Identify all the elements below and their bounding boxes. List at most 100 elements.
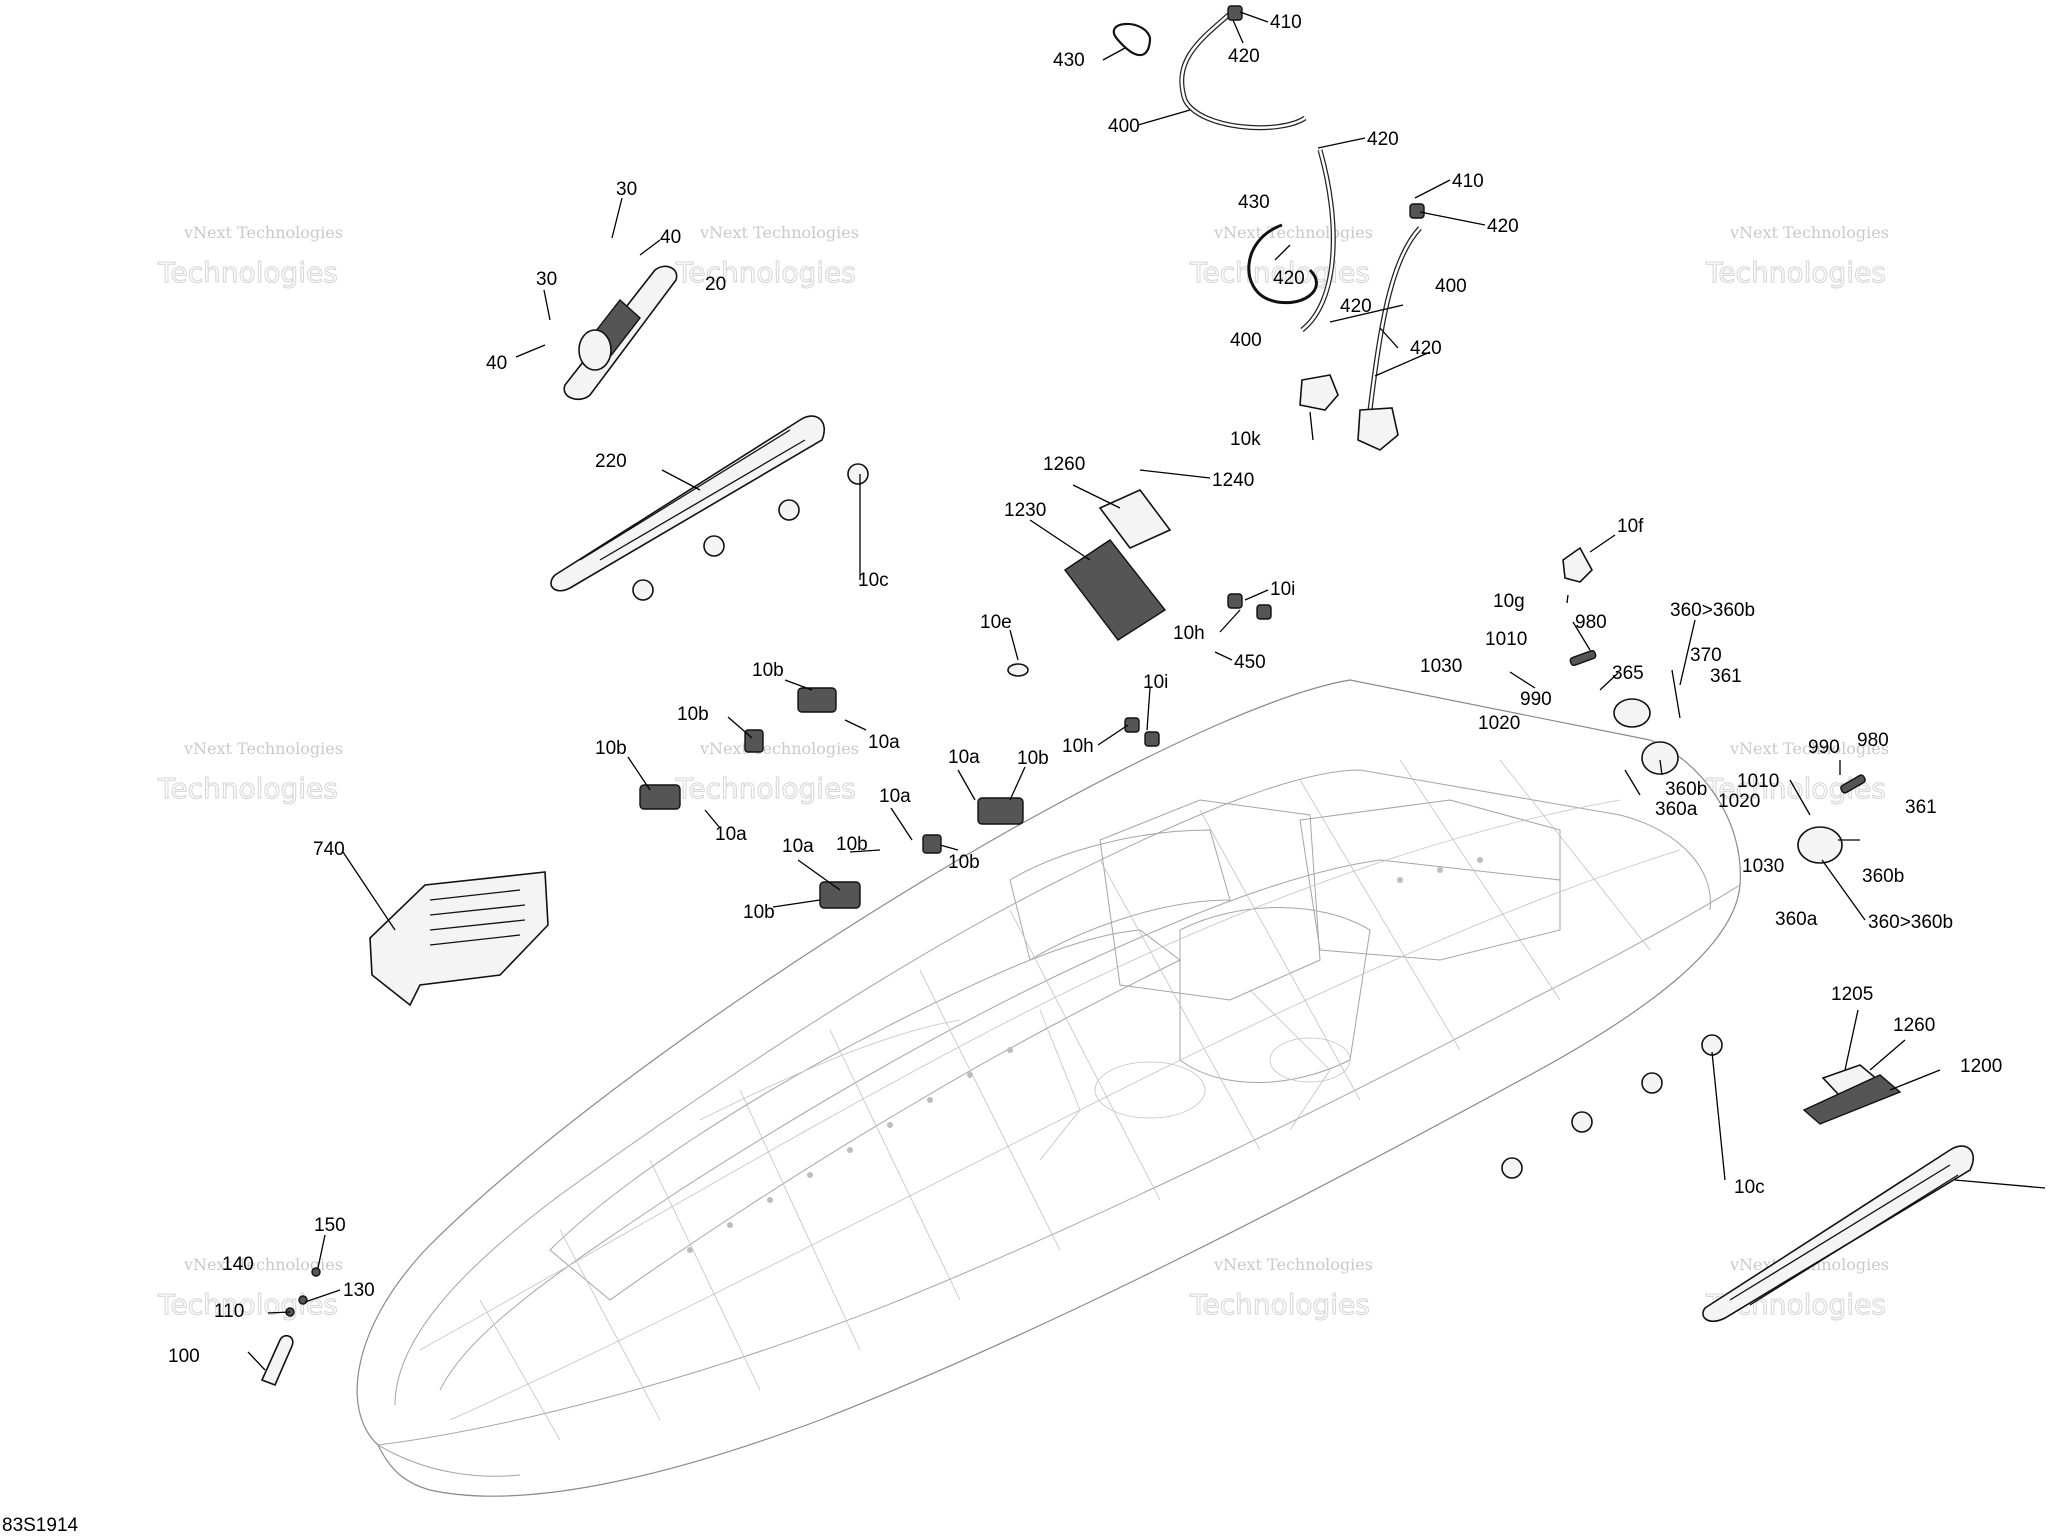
bolt-980a [1569,649,1597,667]
callout-label: 10b [948,852,980,873]
callout-label: 990 [1808,737,1840,758]
strap-430a [1112,22,1152,57]
callout-label: 365 [1612,663,1644,684]
callout-label: 360b [1862,866,1904,887]
bracket-10f [1562,546,1593,583]
watermark: vNext Technologies Technologies [157,1255,343,1322]
callout-label: 150 [314,1215,346,1236]
cap-10c [1501,1157,1523,1179]
hull-gunwale [394,769,1711,1406]
diagram-code: 83S1914 [2,1515,79,1536]
callout-label: 400 [1108,116,1140,137]
plate-1260a [1098,489,1172,549]
callout-label: 1030 [1742,856,1784,877]
svg-text:vNext Technologies: vNext Technologies [699,739,859,758]
callout-label: 1010 [1485,629,1527,650]
clip-10h-a [1227,593,1243,609]
callout-label: 361 [1905,797,1937,818]
callout-label: 420 [1487,216,1519,237]
callout-label: 10b [743,902,775,923]
callout-label: 10f [1617,516,1644,537]
rail-220 [550,415,825,592]
callout-label: 10h [1173,623,1205,644]
vent-valve-10k-b [1357,407,1399,451]
callout-label: 740 [313,839,345,860]
svg-text:vNext Technologies: vNext Technologies [183,739,343,758]
callout-label: 450 [1234,652,1266,673]
clip-10b [922,834,942,854]
watermarks: vNext Technologies Technologies vNext Te… [157,223,1889,1322]
rail-right-detail [1729,1164,1959,1306]
callout-label: 10b [752,660,784,681]
callout-label: 1260 [1893,1015,1935,1036]
callout-label: 1020 [1718,791,1760,812]
clip-10b [639,784,681,810]
hose-400c [1367,226,1422,411]
callout-label: 1200 [1960,1056,2002,1077]
callout-label: 420 [1228,46,1260,67]
svg-text:vNext Technologies: vNext Technologies [183,223,343,242]
callout-label: 430 [1238,192,1270,213]
callout-label: 420 [1340,296,1372,317]
svg-text:vNext Technologies: vNext Technologies [183,1255,343,1274]
callout-label: 220 [595,451,627,472]
callout-label: 1260 [1043,454,1085,475]
cap-360-a [1613,698,1651,728]
callout-label: 140 [222,1254,254,1275]
callout-label: 360>360b [1670,600,1755,621]
washer-130 [298,1295,308,1305]
hull-rear-tower [1299,799,1561,961]
hull-body [356,679,1741,1497]
callout-label: 430 [1053,50,1085,71]
callout-label: 10a [782,836,814,857]
grab-handle-20-end [578,329,612,371]
callout-label: 10b [1017,748,1049,769]
hose-400c-inner [1368,227,1421,411]
callout-label: 1030 [1420,656,1462,677]
callout-label: 360a [1775,909,1818,930]
vent-valve-10k-a [1299,374,1339,411]
hose-400a-inner [1180,11,1306,129]
watermark: vNext Technologies Technologies [675,739,859,806]
callout-label: 10c [1734,1177,1765,1198]
parts [260,5,1974,1387]
clamp-410a [1227,5,1243,21]
callout-label: 10a [948,747,980,768]
callout-label: 400 [1435,276,1467,297]
callout-label: 10b [595,738,627,759]
cap-10c [778,499,800,521]
cap-10c [847,463,869,485]
svg-text:Technologies: Technologies [157,772,338,805]
callout-label: 1020 [1478,713,1520,734]
hull-deck-edge [439,859,1561,1391]
svg-text:vNext Technologies: vNext Technologies [1213,1255,1373,1274]
watermark: vNext Technologies Technologies [157,739,343,806]
callout-labels: 430 420 410 400 420 410 420 430 420 400 … [168,12,2002,1367]
callout-label: 990 [1520,689,1552,710]
clip-10i-a [1256,604,1272,620]
callout-label: 360a [1655,799,1698,820]
hull-engine-well [1179,907,1371,1083]
callout-label: 130 [343,1280,375,1301]
cap-10c [632,579,654,601]
hull-inner-tunnel [1009,829,1231,961]
clip-10b [744,729,764,753]
svg-text:Technologies: Technologies [157,1288,338,1321]
callout-label: 10h [1062,736,1094,757]
svg-text:Technologies: Technologies [675,772,856,805]
pad-1200 [1802,1074,1902,1125]
callout-label: 420 [1367,129,1399,150]
callout-label: 20 [705,274,726,295]
hull-outline [356,679,1741,1497]
cap-360-b [1641,741,1679,775]
grommet-10e [1007,663,1029,677]
svg-text:Technologies: Technologies [1189,1288,1370,1321]
cover-740 [369,871,549,1007]
clamp-410b [1409,203,1425,219]
hose-400b-inner [1301,149,1335,331]
callout-label: 420 [1273,268,1305,289]
callout-label: 30 [536,269,557,290]
cover-740-ribs [429,889,526,946]
leader-lines [247,11,2046,1371]
pin-100 [260,1334,294,1387]
